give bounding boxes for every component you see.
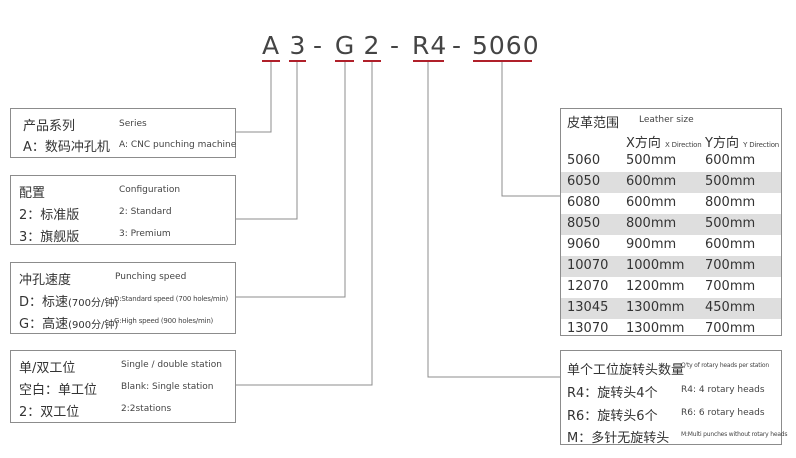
- station-title-en: Single / double station: [121, 360, 222, 370]
- code-underline-leather: [473, 60, 532, 62]
- leather-cell-code: 8050: [567, 216, 601, 231]
- station-item-zh: 2：双工位: [19, 405, 80, 420]
- code-underline-station: [363, 60, 381, 62]
- leather-cell-code: 6050: [567, 174, 601, 189]
- leather-cell-code: 13070: [567, 321, 609, 336]
- heads-title-zh: 单个工位旋转头数量: [567, 363, 685, 378]
- series-title-en: Series: [119, 119, 147, 129]
- leather-cell-y: 700mm: [705, 279, 756, 294]
- leather-cell-code: 6080: [567, 195, 601, 210]
- code-separator: -: [452, 31, 462, 60]
- series-item-en: A: CNC punching machine: [119, 140, 237, 150]
- leather-row: 8050 800mm 500mm: [561, 214, 781, 235]
- leather-cell-code: 13045: [567, 300, 609, 315]
- heads-item-en: R4: 4 rotary heads: [681, 385, 765, 395]
- heads-item-zh: M：多针无旋转头: [567, 431, 670, 446]
- leather-row: 6050 600mm 500mm: [561, 172, 781, 193]
- connector-series: [236, 62, 272, 133]
- code-underline-config: [289, 60, 306, 62]
- station-item-en: 2:2stations: [121, 404, 172, 414]
- leather-cell-x: 1300mm: [626, 300, 685, 315]
- config-item-zh: 3：旗舰版: [19, 230, 80, 245]
- leather-size-box: 皮革范围 Leather size X方向 X Direction Y方向 Y …: [560, 108, 782, 336]
- config-box: 配置 Configuration 2：标准版 2: Standard 3：旗舰版…: [10, 175, 236, 245]
- heads-title-en: Q'ty of rotary heads per station: [681, 362, 769, 369]
- leather-row: 6080 600mm 800mm: [561, 193, 781, 214]
- station-item-en: Blank: Single station: [121, 382, 214, 392]
- leather-col-y: Y方向 Y Direction: [705, 136, 780, 151]
- speed-item-en: G:High speed (900 holes/min): [114, 317, 214, 325]
- station-title-zh: 单/双工位: [19, 361, 76, 376]
- heads-item-en: M:Multi punches without rotary heads: [681, 431, 788, 438]
- leather-row: 5060 500mm 600mm: [561, 151, 781, 172]
- code-underline-series: [262, 60, 280, 62]
- code-underline-heads: [413, 60, 444, 62]
- leather-cell-y: 800mm: [705, 195, 756, 210]
- speed-box: 冲孔速度 Punching speed D：标速(700分/钟) D:Stand…: [10, 262, 236, 334]
- leather-cell-code: 10070: [567, 258, 609, 273]
- config-item-zh: 2：标准版: [19, 208, 80, 223]
- config-item-en: 2: Standard: [119, 207, 172, 217]
- leather-cell-code: 12070: [567, 279, 609, 294]
- leather-cell-x: 600mm: [626, 195, 677, 210]
- config-title-en: Configuration: [119, 185, 181, 195]
- leather-cell-code: 5060: [567, 153, 601, 168]
- station-item-zh: 空白：单工位: [19, 383, 98, 398]
- leather-cell-x: 1200mm: [626, 279, 685, 294]
- rotary-heads-box: 单个工位旋转头数量 Q'ty of rotary heads per stati…: [560, 350, 788, 446]
- speed-item-zh: D：标速(700分/钟): [19, 295, 119, 310]
- leather-cell-y: 700mm: [705, 258, 756, 273]
- leather-cell-y: 600mm: [705, 237, 756, 252]
- config-item-en: 3: Premium: [119, 229, 171, 239]
- leather-cell-x: 1000mm: [626, 258, 685, 273]
- speed-title-zh: 冲孔速度: [19, 273, 72, 288]
- leather-cell-code: 9060: [567, 237, 601, 252]
- leather-col-x: X方向 X Direction: [626, 136, 702, 151]
- heads-item-zh: R4：旋转头4个: [567, 386, 658, 401]
- connector-heads: [427, 62, 560, 378]
- config-title-zh: 配置: [19, 186, 46, 201]
- leather-cell-y: 700mm: [705, 321, 756, 336]
- leather-cell-x: 500mm: [626, 153, 677, 168]
- leather-cell-y: 500mm: [705, 216, 756, 231]
- leather-title-zh: 皮革范围: [567, 116, 620, 131]
- leather-row: 13045 1300mm 450mm: [561, 298, 781, 319]
- heads-item-zh: R6：旋转头6个: [567, 409, 658, 424]
- leather-cell-y: 500mm: [705, 174, 756, 189]
- connector-leather: [501, 62, 560, 197]
- connector-config: [236, 62, 298, 220]
- code-part-config: 3: [289, 31, 307, 60]
- station-box: 单/双工位 Single / double station 空白：单工位 Bla…: [10, 350, 236, 423]
- code-part-speed: G: [334, 31, 356, 60]
- leather-cell-x: 900mm: [626, 237, 677, 252]
- leather-title-en: Leather size: [639, 115, 694, 125]
- speed-item-zh: G：高速(900分/钟): [19, 317, 119, 332]
- code-part-heads: R4: [412, 31, 448, 60]
- series-item-zh: A：数码冲孔机: [23, 140, 110, 155]
- code-separator: -: [390, 31, 400, 60]
- leather-cell-x: 600mm: [626, 174, 677, 189]
- series-box: 产品系列 Series A：数码冲孔机 A: CNC punching mach…: [10, 108, 236, 158]
- code-part-series: A: [261, 31, 281, 60]
- leather-cell-y: 600mm: [705, 153, 756, 168]
- code-part-station: 2: [363, 31, 381, 60]
- leather-row: 10070 1000mm 700mm: [561, 256, 781, 277]
- speed-title-en: Punching speed: [115, 272, 187, 282]
- heads-item-en: R6: 6 rotary heads: [681, 408, 765, 418]
- series-title-zh: 产品系列: [23, 119, 76, 134]
- connector-speed: [236, 62, 346, 298]
- leather-row: 9060 900mm 600mm: [561, 235, 781, 256]
- code-part-leather: 5060: [472, 31, 540, 60]
- code-underline-speed: [335, 60, 354, 62]
- connector-station: [236, 62, 373, 386]
- leather-cell-x: 1300mm: [626, 321, 685, 336]
- leather-row: 13070 1300mm 700mm: [561, 319, 781, 340]
- code-separator: -: [313, 31, 323, 60]
- leather-cell-x: 800mm: [626, 216, 677, 231]
- speed-item-en: D:Standard speed (700 holes/min): [114, 295, 229, 303]
- leather-row: 12070 1200mm 700mm: [561, 277, 781, 298]
- leather-cell-y: 450mm: [705, 300, 756, 315]
